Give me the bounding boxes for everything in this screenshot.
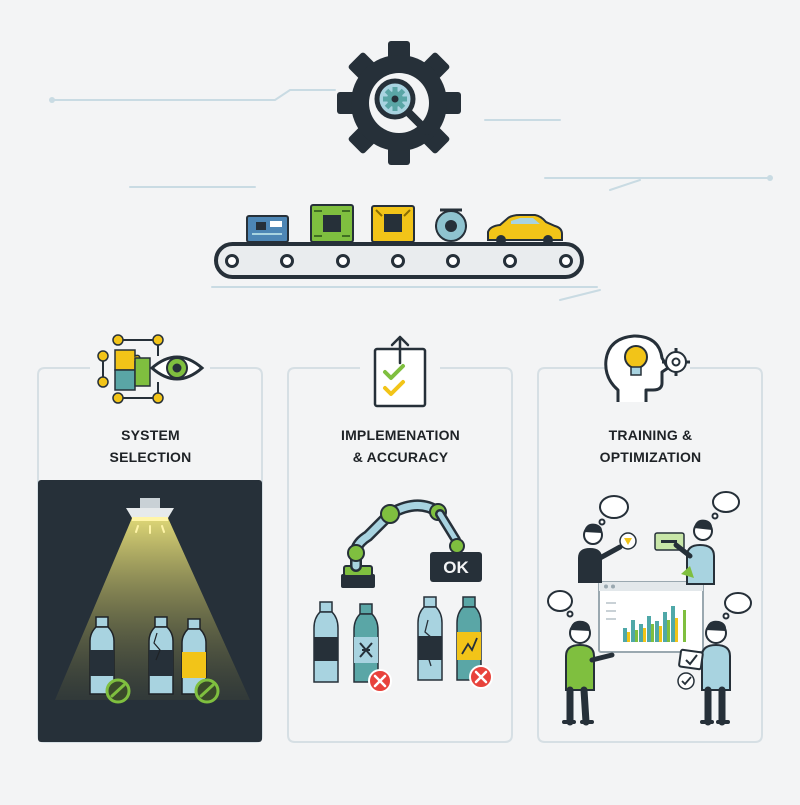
panel-title-implementation: IMPLEMENATION & ACCURACY (288, 424, 513, 468)
spotlight-icon (126, 498, 174, 521)
gear-part-icon (435, 208, 467, 242)
bottle-inspected-3 (181, 618, 207, 695)
clipboard-checklist-icon (373, 335, 427, 408)
yellow-chip-icon (371, 205, 415, 243)
puzzle-eye-icon (97, 334, 205, 404)
reject-badge-icon (469, 665, 493, 689)
green-circuit-board-icon (310, 204, 354, 243)
conveyor-belt-icon (214, 242, 584, 279)
ok-display-panel (430, 552, 482, 582)
panel-title-line: IMPLEMENATION (340, 427, 460, 443)
check-badge-icon (194, 678, 220, 704)
bottle-inspected-2 (148, 616, 174, 695)
person-top-right (673, 519, 715, 585)
panel-frame-training (537, 367, 763, 743)
panel-title-training: TRAINING & OPTIMIZATION (538, 424, 763, 468)
panel-frame-implementation (287, 367, 513, 743)
bottle-defect-label (353, 603, 379, 683)
robot-arm-icon (341, 499, 465, 588)
panel-title-line: SYSTEM (121, 427, 180, 443)
person-bottom-right (678, 620, 731, 726)
panel-title-line: & ACCURACY (352, 449, 449, 465)
reject-badge-icon (368, 669, 392, 693)
speech-bubble-icon (547, 590, 574, 618)
bottle-inspected-1 (89, 616, 115, 695)
bottle-cracked (417, 596, 443, 681)
bar-chart-icon (598, 581, 704, 653)
panel-title-line: OPTIMIZATION (599, 449, 702, 465)
bottle-defect-yellow (456, 596, 482, 681)
speech-bubble-icon (722, 592, 752, 620)
car-icon (487, 214, 563, 245)
inspection-chamber (38, 480, 262, 742)
dropdown-badge-icon (619, 532, 637, 550)
check-badge-icon (105, 678, 131, 704)
panel-title-line: SELECTION (109, 449, 192, 465)
person-top-left (578, 523, 623, 583)
head-lightbulb-icon (604, 334, 690, 402)
check-badge-icon (677, 672, 695, 690)
speech-bubble-icon (711, 491, 740, 520)
person-bottom-left (562, 620, 615, 726)
speech-bubble-icon (598, 495, 629, 526)
panel-title-line: TRAINING & (608, 427, 693, 443)
blue-circuit-board-icon (246, 215, 289, 243)
bottle-ok-1 (313, 601, 339, 683)
panel-title-selection: SYSTEM SELECTION (38, 424, 263, 468)
ok-display-label: OK (443, 558, 469, 577)
gear-magnifier-icon (337, 41, 461, 165)
decorative-lines (49, 89, 773, 301)
